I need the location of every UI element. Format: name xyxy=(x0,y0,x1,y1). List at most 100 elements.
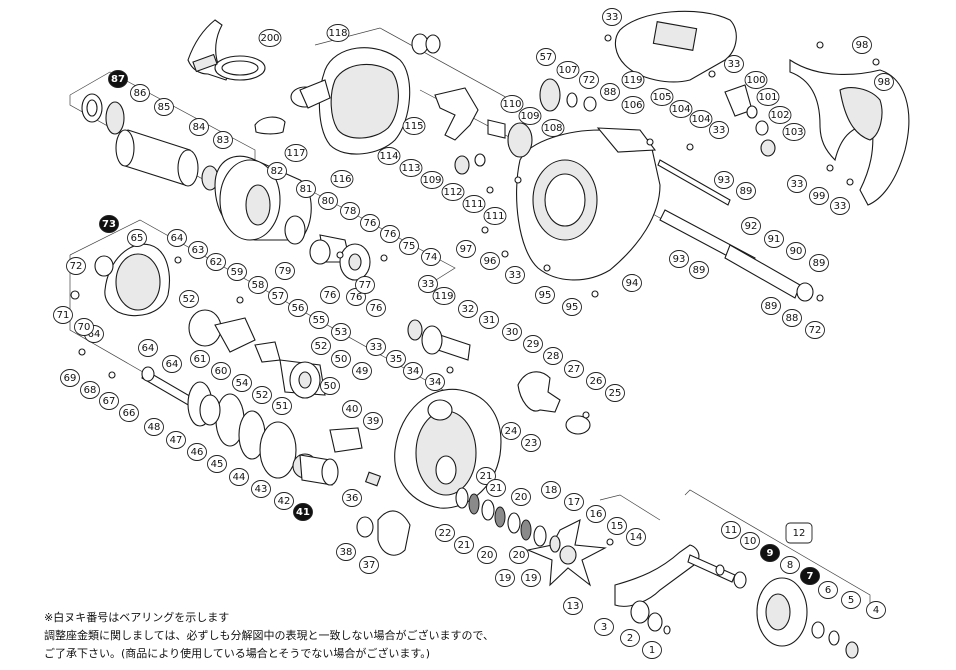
callout-bubble xyxy=(293,503,313,521)
callout-number: 77 xyxy=(359,280,372,291)
callout-number: 17 xyxy=(568,497,581,508)
callout-bubble xyxy=(505,266,525,284)
callout-number: 37 xyxy=(363,560,376,571)
part-callout-111: 111 xyxy=(462,195,486,213)
callout-bubble xyxy=(782,123,806,141)
callout-number: 34 xyxy=(429,377,442,388)
callout-bubble xyxy=(53,306,73,324)
callout-bubble xyxy=(211,362,231,380)
callout-number: 12 xyxy=(793,528,806,539)
callout-number: 64 xyxy=(166,359,179,370)
part-callout-34: 34 xyxy=(425,373,445,391)
callout-bubble xyxy=(251,480,271,498)
callout-bubble xyxy=(288,299,308,317)
callout-bubble xyxy=(154,98,174,116)
part-callout-10: 10 xyxy=(740,532,760,550)
part-callout-49: 49 xyxy=(352,362,372,380)
callout-bubble xyxy=(377,147,401,165)
callout-number: 111 xyxy=(485,211,504,222)
part-callout-52: 52 xyxy=(252,386,272,404)
part-callout-62: 62 xyxy=(206,253,226,271)
callout-bubble xyxy=(809,254,829,272)
callout-number: 105 xyxy=(652,92,671,103)
callout-bubble xyxy=(602,8,622,26)
callout-bubble xyxy=(456,240,476,258)
part-callout-93: 93 xyxy=(714,171,734,189)
part-107-gear xyxy=(539,78,561,112)
callout-number: 20 xyxy=(481,550,494,561)
part-callout-19: 19 xyxy=(495,569,515,587)
callout-number: 9 xyxy=(767,548,774,559)
part-callout-64: 64 xyxy=(138,339,158,357)
callout-number: 76 xyxy=(370,303,383,314)
callout-number: 97 xyxy=(460,244,473,255)
callout-number: 44 xyxy=(233,472,246,483)
callout-number: 118 xyxy=(328,28,347,39)
part-callout-50: 50 xyxy=(320,377,340,395)
callout-bubble xyxy=(402,117,426,135)
callout-bubble xyxy=(258,29,282,47)
part-callout-35: 35 xyxy=(386,350,406,368)
footnote-bearing-note: ※白ヌキ番号はベアリングを示します xyxy=(44,611,230,624)
callout-number: 5 xyxy=(848,595,854,606)
callout-bubble xyxy=(360,214,380,232)
part-callout-51: 51 xyxy=(272,397,292,415)
callout-number: 59 xyxy=(231,267,244,278)
callout-bubble xyxy=(874,73,894,91)
part-callout-23: 23 xyxy=(521,434,541,452)
part-callout-114: 114 xyxy=(377,147,401,165)
callout-number: 102 xyxy=(770,110,789,121)
callout-bubble xyxy=(621,71,645,89)
callout-number: 111 xyxy=(464,199,483,210)
part-callout-110: 110 xyxy=(500,95,524,113)
callout-number: 119 xyxy=(623,75,642,86)
part-callout-67: 67 xyxy=(99,392,119,410)
callout-bubble xyxy=(213,131,233,149)
part-callout-89: 89 xyxy=(689,261,709,279)
part-callout-6: 6 xyxy=(818,581,838,599)
part-callout-72: 72 xyxy=(579,71,599,89)
part-callout-33: 33 xyxy=(505,266,525,284)
part-81 xyxy=(284,215,306,245)
callout-number: 6 xyxy=(825,585,831,596)
callout-number: 20 xyxy=(513,550,526,561)
callout-number: 76 xyxy=(324,290,337,301)
callout-bubble xyxy=(74,318,94,336)
part-callout-33: 33 xyxy=(709,121,729,139)
part-callout-74: 74 xyxy=(421,248,441,266)
callout-bubble xyxy=(366,338,386,356)
part-callout-48: 48 xyxy=(144,418,164,436)
callout-bubble xyxy=(563,597,583,615)
callout-number: 29 xyxy=(527,339,540,350)
callout-bubble xyxy=(476,467,496,485)
callout-bubble xyxy=(207,455,227,473)
callout-bubble xyxy=(586,372,606,390)
part-callout-1: 1 xyxy=(642,641,662,659)
callout-bubble xyxy=(809,187,829,205)
part-callout-97: 97 xyxy=(456,240,476,258)
callout-bubble xyxy=(99,215,119,233)
callout-number: 1 xyxy=(649,645,655,656)
callout-number: 41 xyxy=(296,507,310,518)
callout-bubble xyxy=(138,339,158,357)
callout-bubble xyxy=(787,175,807,193)
part-callout-30: 30 xyxy=(502,323,522,341)
part-callout-119: 119 xyxy=(432,287,456,305)
callout-bubble xyxy=(768,106,792,124)
callout-number: 108 xyxy=(543,123,562,134)
callout-number: 31 xyxy=(483,315,496,326)
callout-bubble xyxy=(780,556,800,574)
reel-parts xyxy=(70,10,910,659)
part-callout-96: 96 xyxy=(480,252,500,270)
part-callout-52: 52 xyxy=(179,290,199,308)
part-callout-21: 21 xyxy=(486,479,506,497)
callout-number: 96 xyxy=(484,256,497,267)
part-callout-83: 83 xyxy=(213,131,233,149)
part-callout-85: 85 xyxy=(154,98,174,116)
callout-number: 33 xyxy=(606,12,619,23)
callout-number: 119 xyxy=(434,291,453,302)
callout-bubble xyxy=(523,335,543,353)
callout-number: 21 xyxy=(480,471,493,482)
callout-bubble xyxy=(764,230,784,248)
callout-bubble xyxy=(805,321,825,339)
